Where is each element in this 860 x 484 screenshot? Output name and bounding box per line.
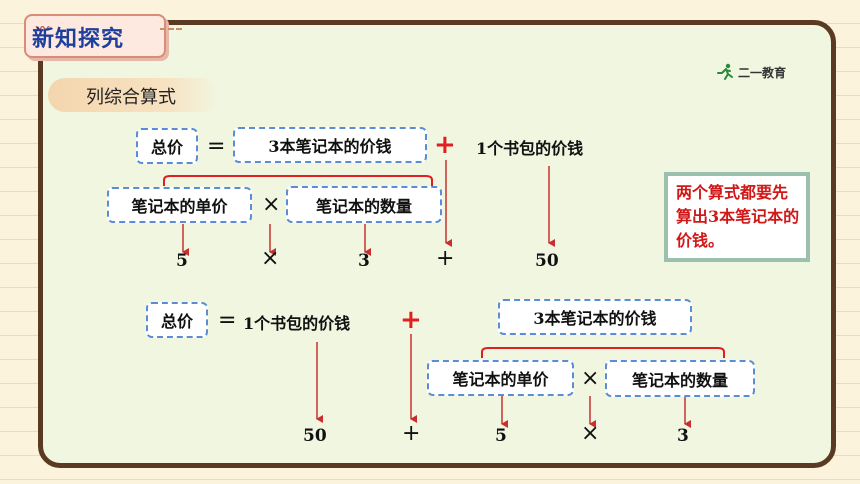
row2-quantity-box: 笔记本的数量: [605, 360, 755, 397]
row1-op-times: ×: [261, 246, 280, 271]
note-text: 两个算式都要先算出3本笔记本的价钱。: [676, 183, 800, 250]
row1-notebooks-total-box: 3本笔记本的价钱: [233, 127, 427, 163]
row2-op-plus: +: [402, 421, 421, 446]
row1-equals: =: [207, 134, 226, 159]
row2-total-box: 总价: [146, 302, 208, 338]
row1-unit-price-box: 笔记本的单价: [107, 187, 252, 223]
subtitle-text: 列综合算式: [86, 87, 176, 108]
row2-num-3: 3: [677, 426, 689, 446]
subtitle-banner: 列综合算式: [48, 78, 218, 112]
row1-total-box: 总价: [136, 128, 198, 164]
row2-op-times: ×: [581, 421, 600, 446]
section-title-tag: 〰 新知探究: [24, 14, 166, 58]
note-box: 两个算式都要先算出3本笔记本的价钱。: [664, 172, 810, 262]
row1-brace: [163, 175, 433, 186]
row1-num-50: 50: [535, 251, 559, 271]
section-title: 新知探究: [32, 27, 125, 52]
row1-op-plus: +: [436, 246, 455, 271]
row1-times: ×: [262, 192, 281, 217]
decorative-squiggle-icon: 〰: [36, 22, 50, 37]
row1-plus-red: +: [434, 130, 456, 160]
logo-text: 二一教育: [738, 65, 787, 80]
row1-num-3: 3: [358, 251, 370, 271]
row2-notebooks-total-box: 3本笔记本的价钱: [498, 299, 692, 335]
row2-bag-price: 1个书包的价钱: [243, 314, 351, 333]
row1-num-5: 5: [176, 251, 188, 271]
row2-unit-price-box: 笔记本的单价: [427, 360, 574, 396]
row2-times: ×: [581, 366, 600, 391]
row2-num-50: 50: [303, 426, 327, 446]
row2-equals: =: [218, 308, 237, 333]
row1-quantity-box: 笔记本的数量: [286, 186, 442, 223]
row2-num-5: 5: [495, 426, 507, 446]
row1-bag-price: 1个书包的价钱: [476, 139, 584, 158]
row2-plus-red: +: [400, 305, 422, 335]
decorative-stitch: [160, 28, 182, 30]
brand-logo: 二一教育: [715, 63, 786, 81]
row2-brace: [481, 347, 725, 358]
running-man-icon: [717, 63, 733, 80]
